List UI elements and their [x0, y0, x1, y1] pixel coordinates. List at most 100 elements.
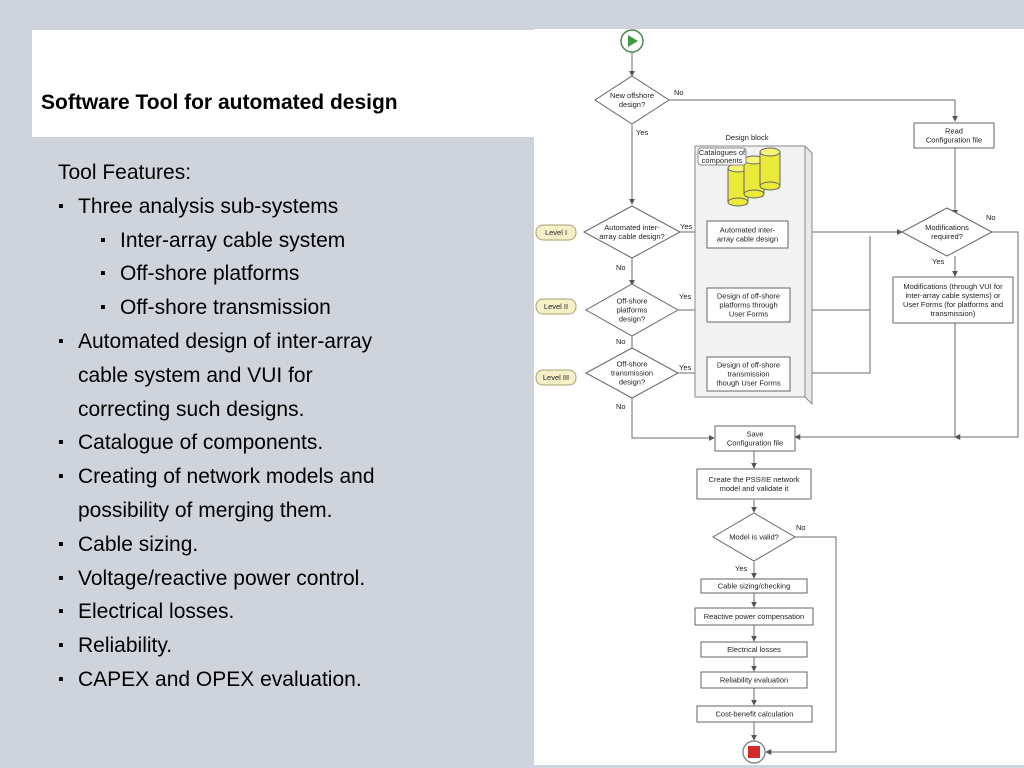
- label-yes: Yes: [680, 222, 692, 231]
- database-icon: [759, 151, 781, 187]
- database-icon-bottom: [743, 189, 765, 199]
- decision-platforms-label: design?: [619, 315, 645, 324]
- connector-line: [954, 231, 1019, 440]
- decision-new-design: [594, 75, 670, 125]
- sub-bullet-item: Off-shore transmission: [58, 291, 375, 325]
- sub-bullet-item: Off-shore platforms: [58, 257, 375, 291]
- label-no: No: [796, 523, 806, 532]
- decision-transmission-label: transmission: [611, 369, 653, 378]
- bullet-item: Catalogue of components.: [58, 426, 375, 460]
- bullet-item: Creating of network models andpossibilit…: [58, 460, 375, 528]
- read-config-box-label: Read: [945, 127, 963, 136]
- auto-array-design-box: [706, 220, 789, 249]
- platforms-design-box: [706, 287, 791, 323]
- decision-new-design-label: New offshore: [610, 91, 654, 100]
- connector-line: [790, 310, 871, 374]
- level-2-badge: [535, 298, 577, 315]
- decision-transmission-label: design?: [619, 378, 645, 387]
- modifications-box-label: transmission): [931, 309, 976, 318]
- level-2-badge-label: Level II: [544, 302, 568, 311]
- connector-line: [658, 99, 958, 122]
- decision-transmission: [584, 347, 680, 399]
- platforms-design-box-label: Design of off-shore: [717, 292, 780, 301]
- modifications-box: [892, 276, 1014, 324]
- features-header: Tool Features:: [58, 161, 192, 184]
- create-network-box-label: model and validate it: [720, 484, 790, 493]
- cost-benefit-box: [696, 705, 813, 723]
- create-network-box-label: Create the PSS®E network: [709, 475, 800, 484]
- read-config-box: [913, 122, 995, 149]
- level-3-badge-label: Level III: [543, 373, 569, 382]
- cable-sizing-box-label: Cable sizing/checking: [718, 582, 791, 591]
- slide-title: Software Tool for automated design: [41, 91, 398, 114]
- save-config-box-label: Configuration file: [727, 439, 783, 448]
- catalogue-label: Catalogues of: [699, 148, 746, 157]
- decision-auto-array: [582, 205, 682, 259]
- catalogue-label: components: [702, 156, 743, 165]
- decision-new-design-label: design?: [619, 100, 645, 109]
- reactive-power-box-label: Reactive power compensation: [704, 612, 804, 621]
- decision-modifications: [900, 207, 994, 257]
- modifications-box-label: Modifications (through VUI for: [903, 282, 1003, 291]
- platforms-design-box-label: platforms through: [719, 301, 777, 310]
- reactive-power-box: [694, 607, 814, 626]
- read-config-box-label: Configuration file: [926, 136, 982, 145]
- transmission-design-box-label: transmission: [727, 370, 769, 379]
- database-icon-top: [759, 147, 781, 157]
- decision-auto-array-label: Automated inter-: [604, 223, 660, 232]
- label-no: No: [674, 88, 684, 97]
- design-block-title: Design block: [726, 133, 769, 142]
- bullet-item: Electrical losses.: [58, 595, 375, 629]
- bullet-item: Cable sizing.: [58, 528, 375, 562]
- decision-modifications-label: Modifications: [925, 223, 969, 232]
- decision-auto-array-label: array cable design?: [599, 232, 664, 241]
- connector-line: [765, 536, 837, 755]
- bullet-item: Voltage/reactive power control.: [58, 562, 375, 596]
- transmission-design-box: [706, 356, 791, 392]
- decision-platforms: [584, 283, 680, 337]
- decision-platforms-label: Off-shore: [616, 297, 647, 306]
- create-network-box: [696, 468, 812, 500]
- level-1-badge: [535, 224, 577, 241]
- database-icon-bottom: [727, 197, 749, 207]
- decision-modifications-label: required?: [931, 232, 963, 241]
- auto-array-design-box-label: Automated inter-: [720, 226, 776, 235]
- label-no: No: [616, 263, 626, 272]
- save-config-box: [714, 425, 796, 452]
- connector-line: [631, 398, 715, 441]
- bullet-item: Reliability.: [58, 629, 375, 663]
- decision-model-valid: [712, 512, 796, 562]
- electrical-losses-box: [700, 641, 808, 658]
- transmission-design-box-label: though User Forms: [716, 379, 780, 388]
- label-yes: Yes: [636, 128, 648, 137]
- feature-list: Tool Features: Three analysis sub-systems…: [58, 156, 375, 697]
- modifications-box-label: User Forms (for platforms and: [903, 300, 1003, 309]
- auto-array-design-box-label: array cable design: [717, 235, 778, 244]
- play-icon: [628, 35, 638, 47]
- cost-benefit-box-label: Cost-benefit calculation: [716, 710, 794, 719]
- label-yes: Yes: [679, 292, 691, 301]
- label-yes: Yes: [679, 363, 691, 372]
- sub-bullet-item: Inter-array cable system: [58, 224, 375, 258]
- catalogue-callout: [697, 147, 747, 166]
- bullet-item: Three analysis sub-systems: [58, 190, 375, 224]
- level-3-badge: [535, 369, 577, 386]
- stop-square-icon: [748, 746, 760, 758]
- reliability-box-label: Reliability evaluation: [720, 676, 788, 685]
- title-panel: Software Tool for automated design: [32, 30, 534, 137]
- save-config-box-label: Save: [746, 430, 763, 439]
- electrical-losses-box-label: Electrical losses: [727, 645, 781, 654]
- modifications-box-label: inter-array cable systems) or: [905, 291, 1001, 300]
- platforms-design-box-label: User Forms: [729, 310, 768, 319]
- decision-model-valid-label: Model is valid?: [729, 533, 779, 542]
- decision-transmission-label: Off-shore: [616, 360, 647, 369]
- label-yes: Yes: [735, 564, 747, 573]
- level-1-badge-label: Level I: [545, 228, 567, 237]
- label-no: No: [986, 213, 996, 222]
- label-no: No: [616, 402, 626, 411]
- database-icon-bottom: [759, 181, 781, 191]
- cable-sizing-box: [700, 578, 808, 594]
